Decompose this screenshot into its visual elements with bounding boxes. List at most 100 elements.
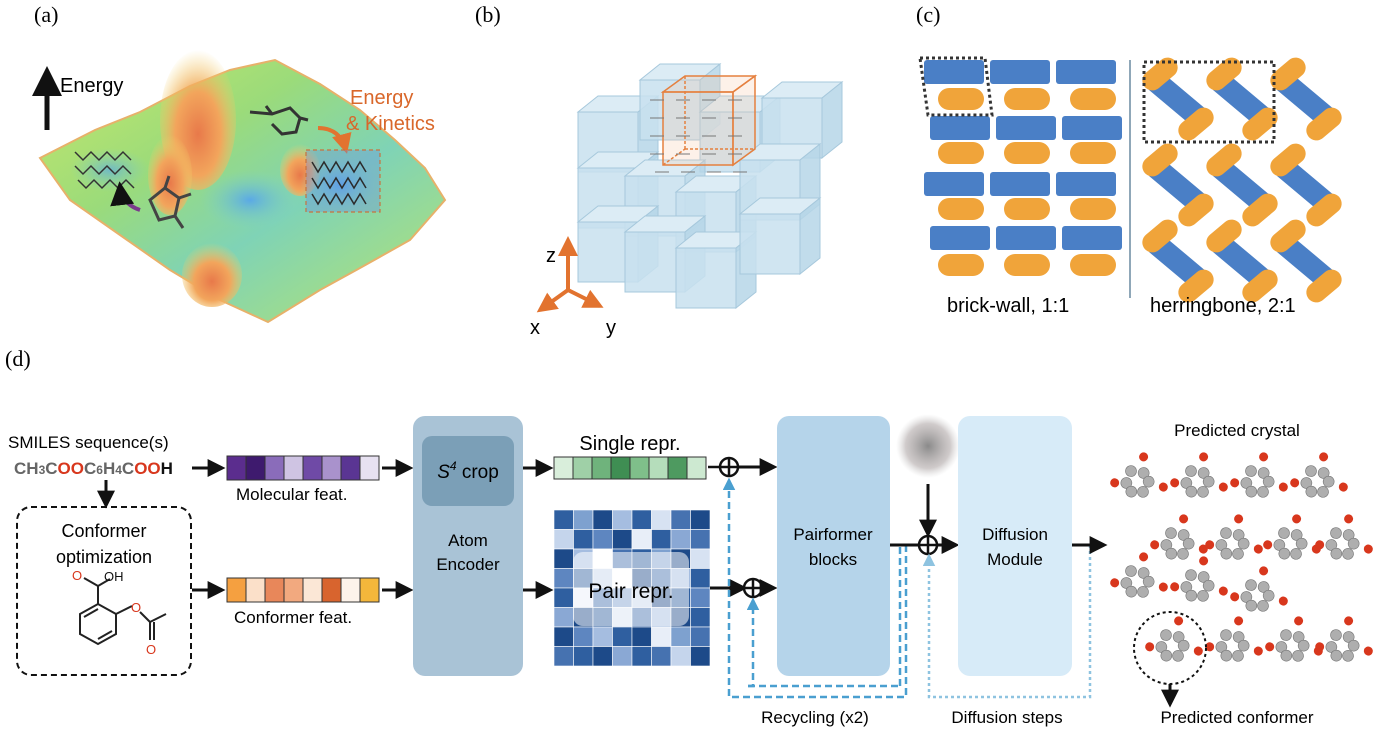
carbon-atom [1160,649,1173,662]
conformer-feature-strip [226,577,380,603]
carbon-atom [1142,575,1155,588]
oxygen-atom [1278,596,1288,606]
oxygen-atom [1259,566,1269,576]
energy-peak-2 [148,135,192,215]
cube-front-face [675,247,737,309]
molecular-feature-cell [264,455,285,481]
energy-kinetics-arrow [317,126,352,154]
oxygen-atom [1319,452,1329,462]
predicted-crystal-structure [1110,452,1373,662]
s4-crop-box [422,436,514,506]
oxygen-atom [1139,452,1149,462]
oxygen-atom [1179,514,1189,524]
single-repr-cell [686,456,707,480]
brick-wall-molecule-orange [1004,254,1050,276]
conformer-feature-cell [321,577,342,603]
pair-repr-cell [670,646,691,667]
pair-repr-cell [592,646,613,667]
herringbone-molecule-orange [1142,57,1178,91]
herringbone-molecule-blue [1276,73,1336,127]
pair-repr-cell [592,509,613,530]
brick-wall-unit-cell [918,56,994,117]
herringbone-blue-body [1212,159,1272,213]
oxygen-atom [1174,616,1184,626]
cube-front-face [739,213,801,275]
supercell-cubes [576,62,844,310]
herringbone-blue-body [1276,159,1336,213]
carbon-atom [1142,475,1155,488]
carbon-atom [1317,486,1329,498]
predicted-crystal-label: Predicted crystal [1174,421,1300,440]
smiles-part-h: H [103,459,115,478]
pair-repr-cell [612,646,633,667]
single-repr-cell [572,456,593,480]
oxygen-atom [1170,478,1180,488]
oxygen-atom [1218,586,1228,596]
crystal-molecule [1230,566,1288,612]
single-repr-cell [648,456,669,480]
s4-superscript: 4 [450,459,457,473]
pair-repr-cell [553,529,574,550]
herringbone-molecule-orange [1178,107,1214,141]
brick-wall-molecule-blue [930,226,990,250]
coordinate-axes [536,236,604,313]
carbon-atom [1280,629,1292,641]
molecular-feature-cell [226,455,247,481]
energy-kinetics-label-2: & Kinetics [346,113,435,135]
diffusion-label-2: Module [987,550,1043,569]
carbon-atom [1185,589,1198,602]
conformer-box-title-2: optimization [56,547,152,567]
carbon-atom [1220,527,1232,539]
oxygen-atom [1158,582,1168,592]
carbon-atom [1237,639,1250,652]
molecule-top [249,105,309,136]
crystal-molecule [1150,514,1208,560]
smiles-part-6: 6 [96,463,103,477]
single-plus-node [718,456,740,478]
pair-repr-cell [690,626,711,647]
herringbone-blue-body [1148,159,1208,213]
carbon-atom [1245,599,1258,612]
panel-a: (a) Energy Energy & Kine [32,2,447,324]
oxygen-atom [1292,514,1302,524]
pair-repr-cell [573,626,594,647]
carbonyl-o-label: O [146,642,156,657]
pair-repr-cell [573,646,594,667]
carbon-atom [1330,649,1343,662]
pairformer-label-2: blocks [809,550,857,569]
carbon-atom [1305,485,1318,498]
oxygen-atom [1363,544,1373,554]
carbon-atom [1232,548,1244,560]
herringbone-molecule-blue [1148,235,1208,289]
carbon-atom [1347,639,1360,652]
unit-cell [660,74,758,167]
herringbone-molecule-orange [1242,193,1278,227]
carbon-atom [1137,486,1149,498]
oxygen-atom [1205,642,1215,652]
herringbone-orange-body [1178,269,1214,303]
single-repr-cell [629,456,650,480]
carbon-atom [1257,600,1269,612]
s4-crop-label: S4 crop [437,459,499,483]
carbon-atom [1185,485,1198,498]
brick-wall-molecule-blue [990,172,1050,196]
s4-letter: S [437,462,450,483]
carbon-atom [1330,527,1342,539]
herringbone-orange-body [1206,143,1242,177]
brick-wall-molecule-orange [1070,88,1116,110]
noise-cloud [896,414,960,478]
oxygen-atom [1338,482,1348,492]
energy-basin-1 [200,170,300,230]
conformer-feature-cell [340,577,361,603]
herringbone-blue-body [1276,235,1336,289]
s4-rest: crop [457,462,499,483]
smiles-part-oo1: OO [58,459,84,478]
herringbone-molecule-blue [1148,159,1208,213]
atom-encoder-label-2: Encoder [436,555,500,574]
herringbone-molecule-blue [1276,235,1336,289]
carbon-atom [1322,475,1335,488]
molecular-feature-cell [245,455,266,481]
oxygen-atom [1234,514,1244,524]
pair-repr-cell [592,529,613,550]
